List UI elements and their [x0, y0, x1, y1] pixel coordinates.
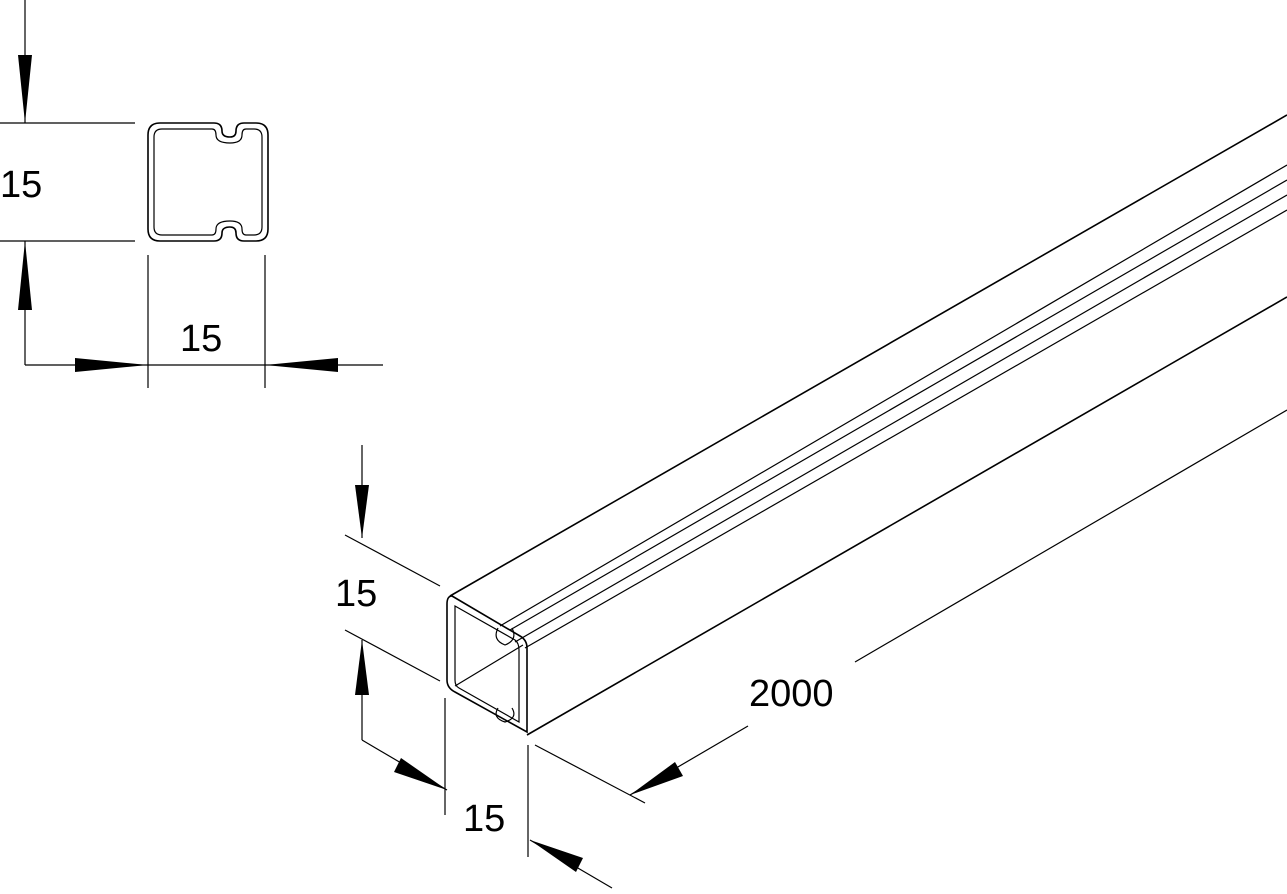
isometric-duct [446, 114, 1287, 736]
profile-height-label: 15 [0, 164, 43, 206]
profile-dimensions [0, 0, 383, 388]
profile-cross-section [147, 122, 269, 242]
iso-height-label: 15 [335, 573, 378, 615]
profile-width-label: 15 [180, 318, 223, 360]
iso-width-label: 15 [463, 798, 506, 840]
isometric-dimensions [344, 409, 1287, 889]
length-label: 2000 [749, 673, 834, 715]
